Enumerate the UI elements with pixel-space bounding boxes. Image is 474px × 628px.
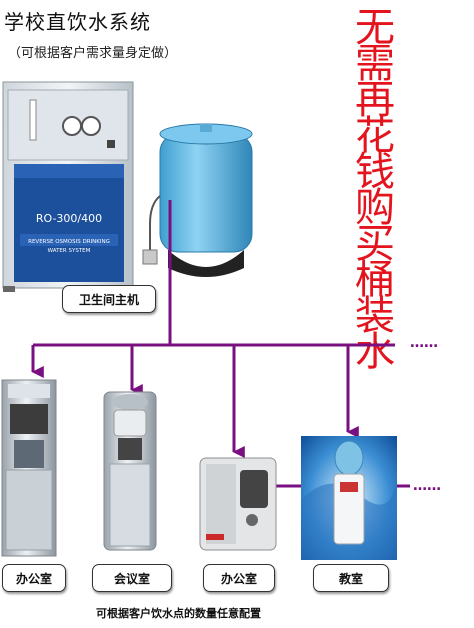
- slogan-char: 需: [355, 41, 395, 87]
- vertical-slogan: 无 需 再 花 钱 购 买 桶 装 水: [352, 5, 398, 375]
- ro-host-machine: [2, 81, 134, 292]
- panel-line1-text: REVERSE OSMOSIS DRINKING: [28, 239, 110, 245]
- slogan-char: 水: [355, 329, 395, 375]
- panel-line2-text: WATER SYSTEM: [48, 248, 91, 254]
- slogan-char: 购: [355, 185, 395, 231]
- footer-note: 可根据客户饮水点的数量任意配置: [96, 607, 261, 620]
- diagram-subtitle: （可根据客户需求量身定做）: [8, 46, 178, 61]
- slogan-char: 装: [355, 293, 395, 339]
- terminal-label-office-1: 办公室: [2, 564, 66, 592]
- slogan-char: 再: [355, 77, 395, 123]
- office-water-dispenser: [1, 379, 57, 557]
- host-machine-label: 卫生间主机: [62, 285, 156, 313]
- slogan-char: 花: [355, 113, 395, 159]
- slogan-char: 买: [355, 221, 395, 267]
- slogan-char: 钱: [355, 149, 395, 195]
- desktop-purifier: [199, 457, 277, 551]
- slogan-char: 无: [355, 5, 395, 51]
- panel-model-text: RO-300/400: [36, 212, 102, 225]
- pressure-tank: [142, 123, 253, 277]
- ellipsis-bottom: ……: [413, 478, 441, 494]
- terminal-label-classroom: 教室: [313, 564, 389, 592]
- classroom-dispenser: [301, 436, 397, 560]
- ellipsis-top: ……: [410, 335, 438, 351]
- slogan-char: 桶: [355, 257, 395, 303]
- diagram-title: 学校直饮水系统: [4, 10, 151, 34]
- meeting-room-dispenser: [103, 391, 157, 551]
- terminal-label-office-2: 办公室: [203, 564, 275, 592]
- terminal-label-meeting-room: 会议室: [92, 564, 172, 592]
